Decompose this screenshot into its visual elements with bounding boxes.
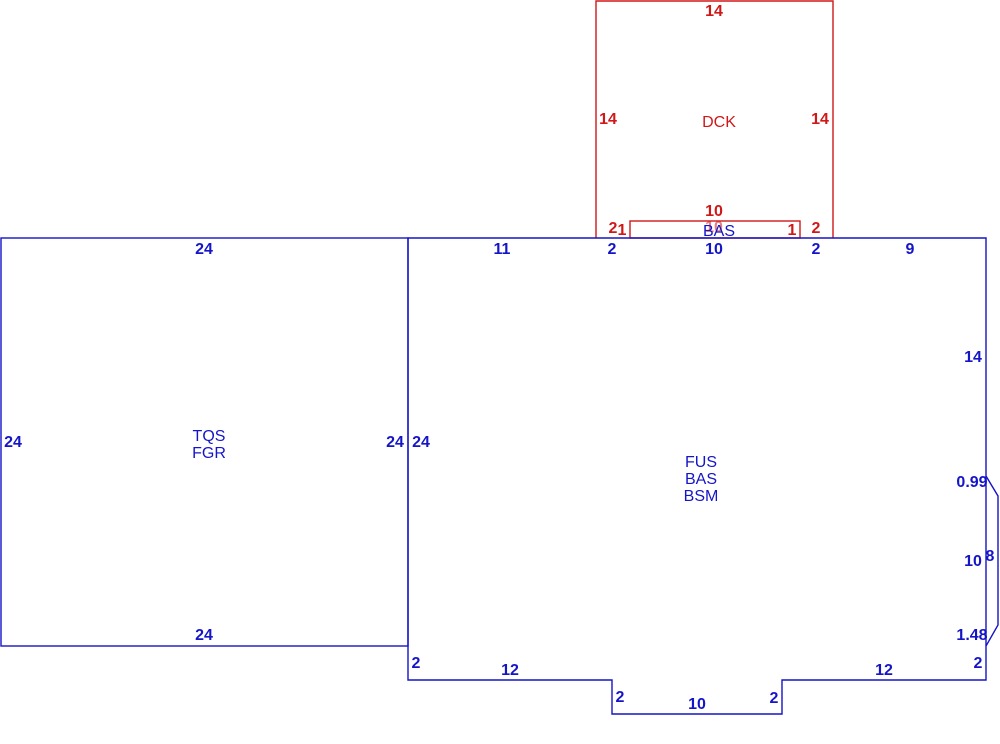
deck-label: DCK: [702, 114, 736, 131]
main-dim-notch-left: 2: [616, 689, 625, 706]
deck-dim-step-left-inner: 1: [618, 222, 627, 239]
deck-dim-right: 14: [811, 111, 829, 128]
garage-section: 24 24 24 24 TQS FGR: [0, 237, 409, 647]
main-label-2: BAS: [685, 471, 717, 488]
main-dim-bottom-left: 12: [501, 662, 519, 679]
deck-dim-step-right-inner: 1: [788, 222, 797, 239]
main-dim-notch-right: 2: [770, 690, 779, 707]
main-dim-bottom-right: 12: [875, 662, 893, 679]
deck-dim-step-left: 2: [609, 220, 618, 237]
main-label-1: FUS: [685, 454, 717, 471]
garage-dim-bottom: 24: [195, 627, 213, 644]
deck-dim-left: 14: [599, 111, 617, 128]
main-dim-top-1: 11: [494, 241, 511, 258]
main-dim-bay-side: 10: [964, 553, 982, 570]
main-dim-top-4: 2: [812, 241, 821, 258]
main-dim-top-2: 2: [608, 241, 617, 258]
deck-dim-top: 14: [705, 3, 723, 20]
deck-dim-bottom: 10: [705, 203, 723, 220]
main-dim-bay-top: 0.99: [956, 474, 987, 491]
garage-dim-right: 24: [386, 434, 404, 451]
garage-label-1: TQS: [193, 428, 226, 445]
bump-label: BAS: [703, 223, 735, 240]
main-dim-bay-outer: 8: [986, 548, 995, 565]
main-dim-bay-bottom: 1.48: [956, 627, 987, 644]
main-dim-right-lower: 2: [974, 655, 983, 672]
garage-dim-left: 24: [4, 434, 22, 451]
main-dim-top-5: 9: [906, 241, 915, 258]
deck-small-box-dim: 10: [705, 219, 723, 236]
main-label-3: BSM: [684, 488, 719, 505]
main-dim-left: 24: [412, 434, 430, 451]
deck-section: 14 14 14 DCK 10 2 1 2 1 10: [595, 0, 834, 239]
deck-outline: [595, 0, 834, 238]
main-dim-right-upper: 14: [964, 349, 982, 366]
garage-label-2: FGR: [192, 445, 226, 462]
main-dim-left-lower: 2: [412, 655, 421, 672]
deck-dim-step-right: 2: [812, 220, 821, 237]
main-section: 11 2 10 2 9 24 14 0.99 10 8 1.48 2 12 2 …: [407, 223, 999, 715]
garage-dim-top: 24: [195, 241, 213, 258]
main-dim-notch-bottom: 10: [688, 696, 706, 713]
main-dim-top-3: 10: [705, 241, 723, 258]
